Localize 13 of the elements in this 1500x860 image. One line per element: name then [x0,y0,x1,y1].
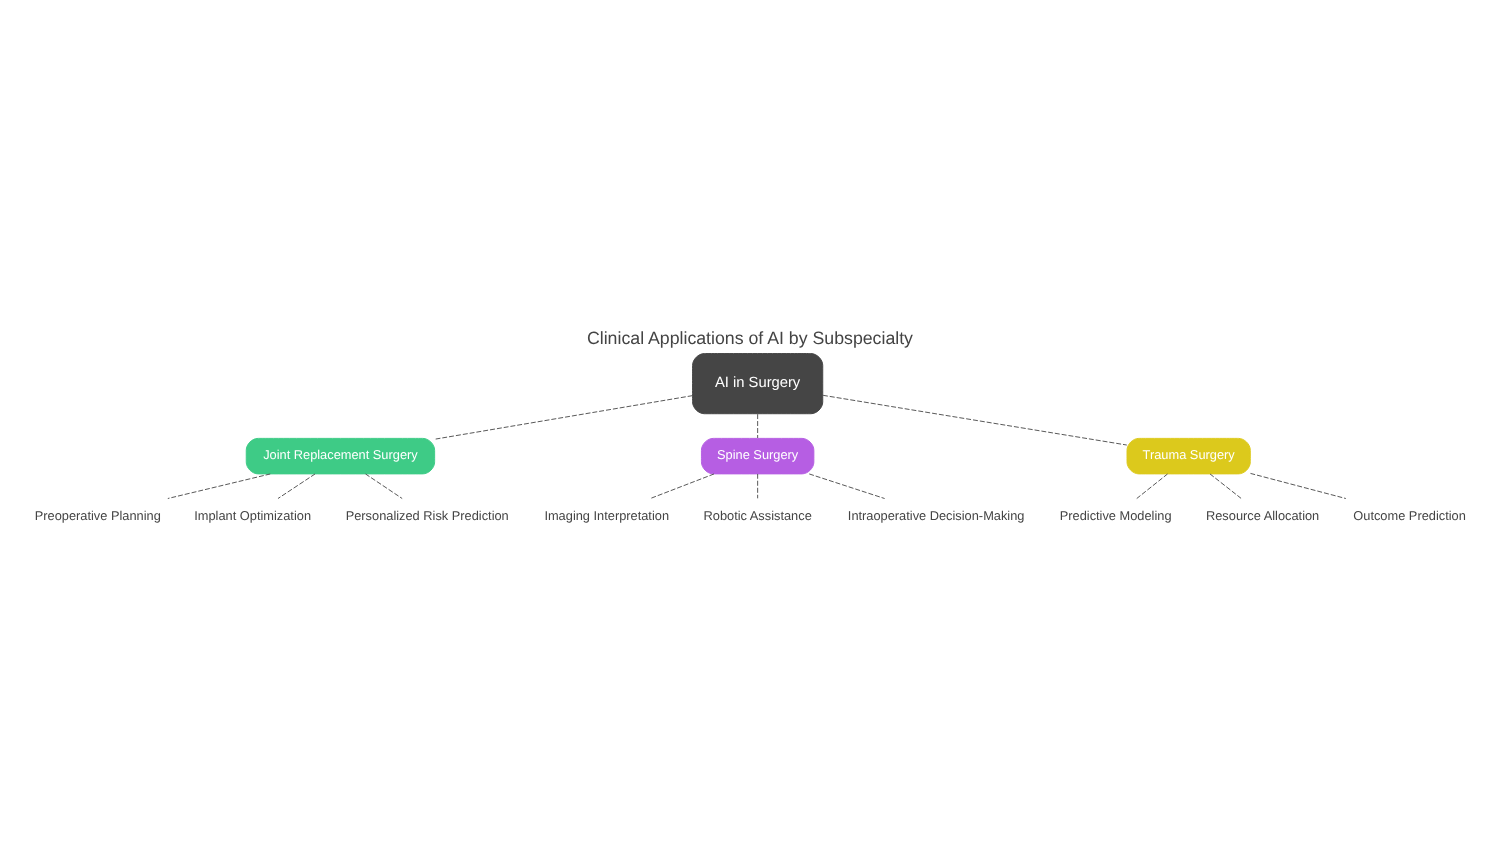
connector [649,473,715,499]
connector [757,473,759,499]
connector [1209,473,1242,499]
connector [757,413,759,439]
connector [277,473,316,499]
diagram-title: Clinical Applications of AI by Subspecialty [586,328,914,349]
connector [1136,473,1169,499]
connector [1250,472,1347,500]
connector [822,394,1128,446]
connector [434,395,693,440]
connector [365,473,403,499]
connector [808,473,886,499]
connector [167,473,271,499]
